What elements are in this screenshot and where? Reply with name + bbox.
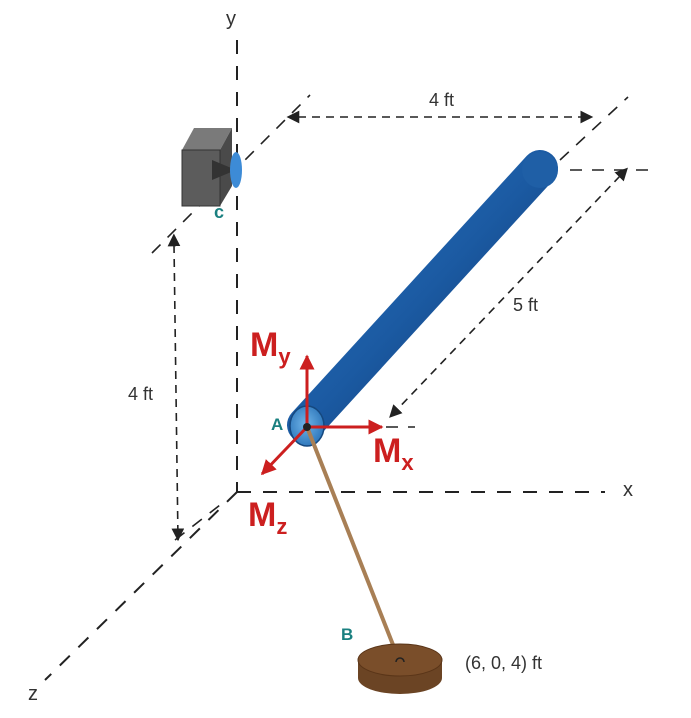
moment-arrows bbox=[260, 354, 384, 476]
weight-disk bbox=[357, 643, 443, 694]
dimension-arrows bbox=[167, 110, 628, 542]
pipe-diagonal-segment bbox=[287, 150, 558, 443]
ext-line-right-top bbox=[559, 96, 629, 161]
dim-label-top: 4 ft bbox=[429, 90, 454, 110]
y-axis-label: y bbox=[226, 8, 236, 30]
wall-bracket bbox=[181, 128, 236, 207]
pipe bbox=[230, 150, 558, 447]
b-coordinates-label: (6, 0, 4) ft bbox=[465, 653, 542, 673]
point-a-label: A bbox=[271, 415, 283, 434]
point-b-label: B bbox=[341, 625, 353, 644]
pipe-end-cap-c bbox=[230, 152, 242, 188]
z-axis-line bbox=[44, 491, 238, 681]
cable-ab bbox=[305, 426, 401, 661]
moment-arrow-z bbox=[260, 425, 309, 476]
ext-line-bottom-left bbox=[174, 504, 221, 541]
z-axis-label: z bbox=[28, 683, 38, 705]
x-axis-label: x bbox=[623, 479, 633, 501]
dim-label-vertical: 4 ft bbox=[128, 384, 153, 404]
moment-label-mx: Mx bbox=[373, 432, 414, 475]
point-a-marker bbox=[303, 423, 311, 431]
dim-label-diagonal: 5 ft bbox=[513, 295, 538, 315]
moment-label-my: My bbox=[250, 326, 291, 369]
pipe-elbow bbox=[522, 152, 558, 188]
coordinate-axes bbox=[44, 40, 605, 681]
moment-label-mz: Mz bbox=[248, 496, 287, 539]
dim-arrow-vertical bbox=[167, 233, 185, 542]
point-c-label: c bbox=[214, 202, 224, 222]
